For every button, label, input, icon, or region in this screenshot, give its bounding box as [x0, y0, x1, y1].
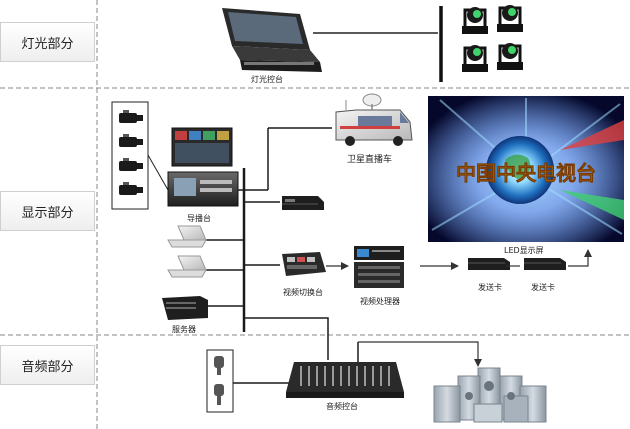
caption-satellite-van: 卫星直播车 — [347, 155, 393, 165]
caption-sender-card-1: 发送卡 — [478, 283, 502, 292]
video-switcher-icon — [282, 252, 326, 276]
moving-head-lights-icon — [462, 5, 523, 72]
director-station-icon — [167, 127, 239, 207]
section-label-audio: 音频部分 — [0, 345, 95, 385]
lighting-console-icon — [222, 8, 322, 72]
laptop-2-icon — [167, 255, 207, 278]
caption-sender-card-2: 发送卡 — [531, 283, 555, 292]
section-label-display: 显示部分 — [0, 191, 95, 231]
led-screen-text: 中国中央电视台 — [456, 161, 596, 185]
sender-card-2-icon — [524, 258, 566, 270]
caption-lighting-console: 灯光控台 — [251, 75, 283, 84]
sender-to-screen-arrow — [568, 249, 592, 267]
microphone-group-icon — [206, 349, 234, 413]
satellite-van-icon — [335, 93, 413, 146]
server-icon — [162, 296, 208, 320]
camera-group-icon — [111, 101, 149, 210]
bus-to-audio-console-line — [244, 317, 329, 360]
led-screen-icon: 中国中央电视台 — [428, 96, 624, 242]
video-processor-icon — [354, 246, 404, 288]
laptop-1-icon — [167, 225, 207, 248]
caption-server: 服务器 — [172, 325, 196, 334]
receiver-box-icon — [282, 196, 324, 210]
speaker-array-icon — [433, 367, 547, 423]
audio-console-icon — [286, 362, 404, 398]
caption-led-screen: LED显示屏 — [504, 246, 544, 255]
caption-director-station: 导播台 — [187, 214, 211, 223]
section-label-lighting: 灯光部分 — [0, 22, 95, 62]
cameras-to-director-line — [147, 154, 169, 191]
caption-audio-console: 音频控台 — [326, 402, 358, 411]
sender-card-1-icon — [468, 258, 510, 270]
console-to-speakers-arrow — [358, 341, 482, 367]
caption-video-switcher: 视频切换台 — [283, 288, 323, 297]
caption-video-processor: 视频处理器 — [360, 297, 400, 306]
